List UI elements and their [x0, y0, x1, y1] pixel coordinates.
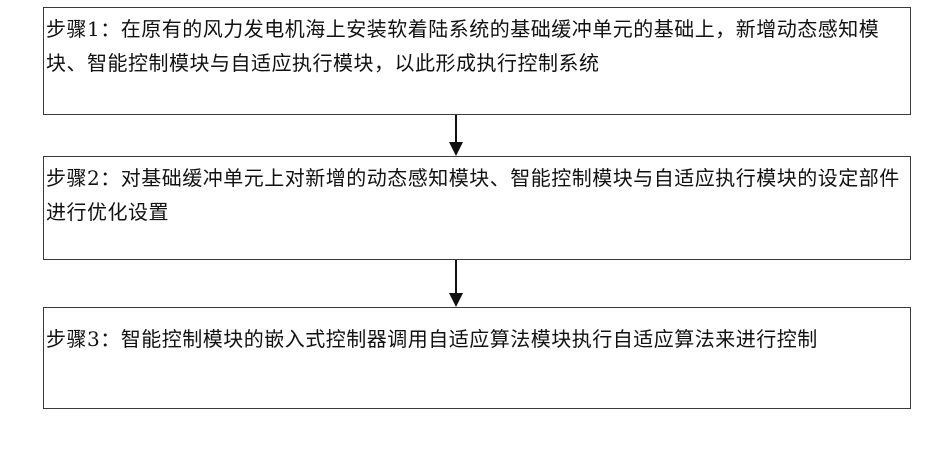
arrow-shaft [455, 260, 457, 294]
arrow-head [449, 142, 463, 156]
flow-arrow-1-to-2 [449, 115, 463, 156]
flow-arrow-2-to-3 [449, 260, 463, 307]
step-2-box: 步骤2：对基础缓冲单元上对新增的动态感知模块、智能控制模块与自适应执行模块的设定… [43, 156, 911, 260]
arrow-shaft [455, 115, 457, 143]
arrow-head [449, 293, 463, 307]
step-1-box: 步骤1：在原有的风力发电机海上安装软着陆系统的基础缓冲单元的基础上，新增动态感知… [43, 7, 911, 115]
step-3-text: 步骤3：智能控制模块的嵌入式控制器调用自适应算法模块执行自适应算法来进行控制 [46, 322, 902, 356]
step-3-box: 步骤3：智能控制模块的嵌入式控制器调用自适应算法模块执行自适应算法来进行控制 [43, 307, 911, 409]
step-1-text: 步骤1：在原有的风力发电机海上安装软着陆系统的基础缓冲单元的基础上，新增动态感知… [46, 12, 902, 80]
step-2-text: 步骤2：对基础缓冲单元上对新增的动态感知模块、智能控制模块与自适应执行模块的设定… [46, 161, 902, 229]
